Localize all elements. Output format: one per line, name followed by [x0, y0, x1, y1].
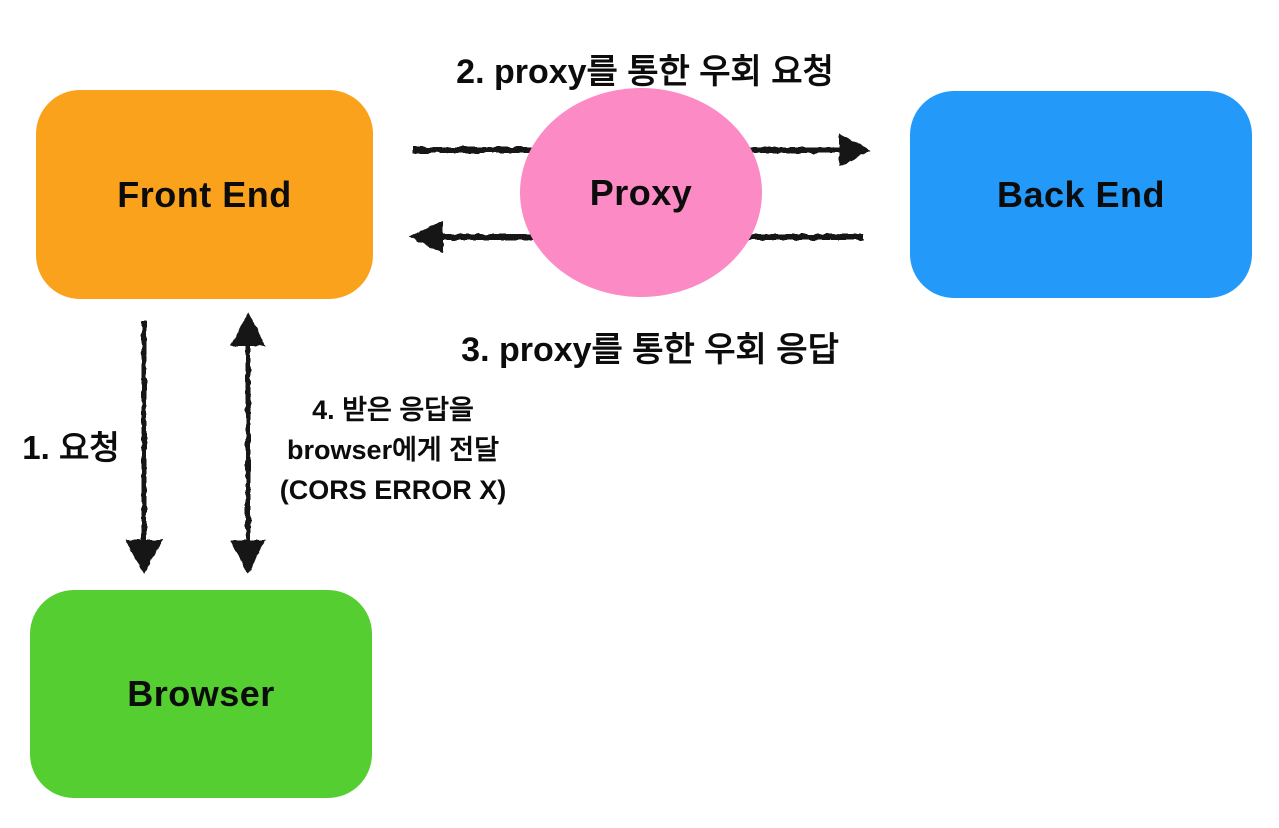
label-step4-line2: browser에게 전달 — [287, 435, 499, 465]
label-step4-line3: (CORS ERROR X) — [279, 475, 507, 505]
node-back-end: Back End — [910, 91, 1252, 298]
label-step4-deliver-response: 4. 받은 응답을 browser에게 전달 (CORS ERROR X) — [253, 390, 533, 510]
label-step3-response-via-proxy: 3. proxy를 통한 우회 응답 — [461, 331, 839, 369]
arrow-group — [125, 133, 872, 575]
arrow-deliver-response — [230, 311, 266, 575]
label-step1-request: 1. 요청 — [22, 429, 120, 466]
label-step4-line1: 4. 받은 응답을 — [312, 395, 474, 425]
label-step2-request-via-proxy: 2. proxy를 통한 우회 요청 — [456, 53, 834, 91]
node-back-end-label: Back End — [996, 173, 1166, 215]
node-front-end: Front End — [36, 90, 373, 299]
node-browser-label: Browser — [127, 673, 275, 714]
node-front-end-label: Front End — [117, 173, 292, 215]
node-proxy-label: Proxy — [589, 171, 693, 213]
arrow-request — [125, 321, 163, 575]
node-browser: Browser — [30, 590, 372, 798]
node-proxy: Proxy — [520, 88, 762, 297]
